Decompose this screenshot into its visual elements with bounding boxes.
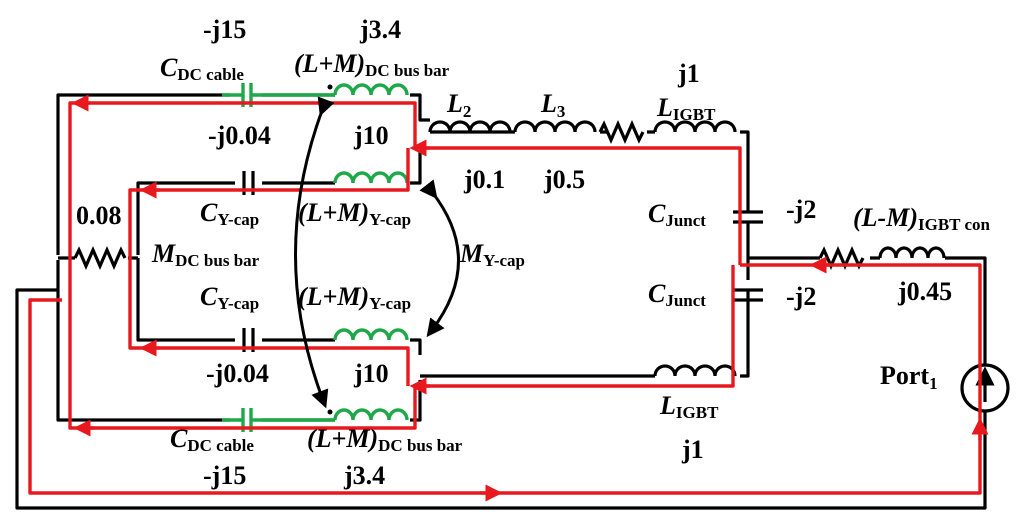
igbt-con-inductor [878, 246, 946, 259]
l-dc-busbar-top-value: j3.4 [359, 15, 401, 44]
black-wiring [15, 93, 987, 510]
red-current-path [28, 94, 989, 502]
mutual-coupling-arrows [294, 96, 460, 409]
l-igbt-con-label: (L-M)IGBT con [853, 203, 990, 234]
junct-cap-top [733, 210, 763, 224]
mid-node-wire [748, 256, 987, 365]
junct-cap-bottom [733, 288, 763, 302]
l-igbt-top-value: j1 [677, 59, 700, 88]
c-ycap-bottom-label: CY-cap [200, 282, 259, 313]
c-junct-top-value: -j2 [786, 195, 816, 224]
ycap-inductor-top [333, 171, 409, 184]
c-junct-top-label: CJunct [648, 199, 706, 230]
c-dc-cable-top-value: -j15 [203, 15, 246, 44]
upper-ycap-rail [136, 150, 422, 255]
m-ycap-label: MY-cap [459, 239, 525, 270]
l3-inductor [513, 120, 597, 133]
c-junct-bottom-value: -j2 [786, 282, 816, 311]
r-dc-value: 0.08 [76, 201, 122, 230]
polarity-dots [327, 84, 333, 415]
l2-label: L2 [446, 89, 471, 121]
l-igbt-top-label: LIGBT [656, 93, 716, 124]
c-dc-cable-top-label: CDC cable [160, 53, 244, 84]
igbt-inductor-bottom [653, 364, 737, 377]
l-ycap-top-label: (L+M)Y-cap [298, 198, 411, 229]
l-igbt-bottom-value: j1 [681, 435, 704, 464]
l-dc-busbar-top-label: (L+M)DC bus bar [294, 49, 450, 80]
l-igbt-con-value: j0.45 [897, 277, 952, 306]
l3-value: j0.5 [543, 165, 585, 194]
c-ycap-top-label: CY-cap [200, 198, 259, 229]
l3-label: L3 [540, 89, 565, 121]
c-dc-cable-bottom-label: CDC cable [170, 424, 254, 455]
l-dc-busbar-bottom-value: j3.4 [343, 461, 385, 490]
c-junct-bottom-label: CJunct [648, 279, 706, 310]
port-label: Port1 [880, 361, 938, 393]
top-igbt-branch [430, 130, 750, 205]
l-ycap-bottom-label: (L+M)Y-cap [298, 282, 411, 313]
l-ycap-top-value: j10 [353, 121, 389, 150]
c-dc-cable-bottom-value: -j15 [203, 461, 246, 490]
l2-inductor [428, 120, 512, 133]
l-igbt-bottom-label: LIGBT [659, 391, 719, 422]
c-ycap-top-value: -j0.04 [208, 121, 271, 150]
dc-busbar-inductor-bottom [290, 408, 409, 422]
igbt-resistor-top [598, 120, 645, 144]
port-return [15, 288, 987, 510]
dc-resistor [73, 246, 127, 270]
bottom-igbt-branch [420, 305, 750, 378]
c-ycap-bottom-value: -j0.04 [206, 359, 269, 388]
igbt-inductor-top [653, 120, 737, 133]
l-ycap-bottom-value: j10 [353, 359, 389, 388]
port-source [960, 363, 1010, 413]
ycap-inductor-bottom [333, 328, 409, 341]
l-dc-busbar-bottom-label: (L+M)DC bus bar [307, 424, 463, 455]
dc-busbar-inductor-top [290, 83, 409, 97]
m-dc-busbar-label: MDC bus bar [151, 239, 260, 270]
l2-value: j0.1 [463, 165, 505, 194]
